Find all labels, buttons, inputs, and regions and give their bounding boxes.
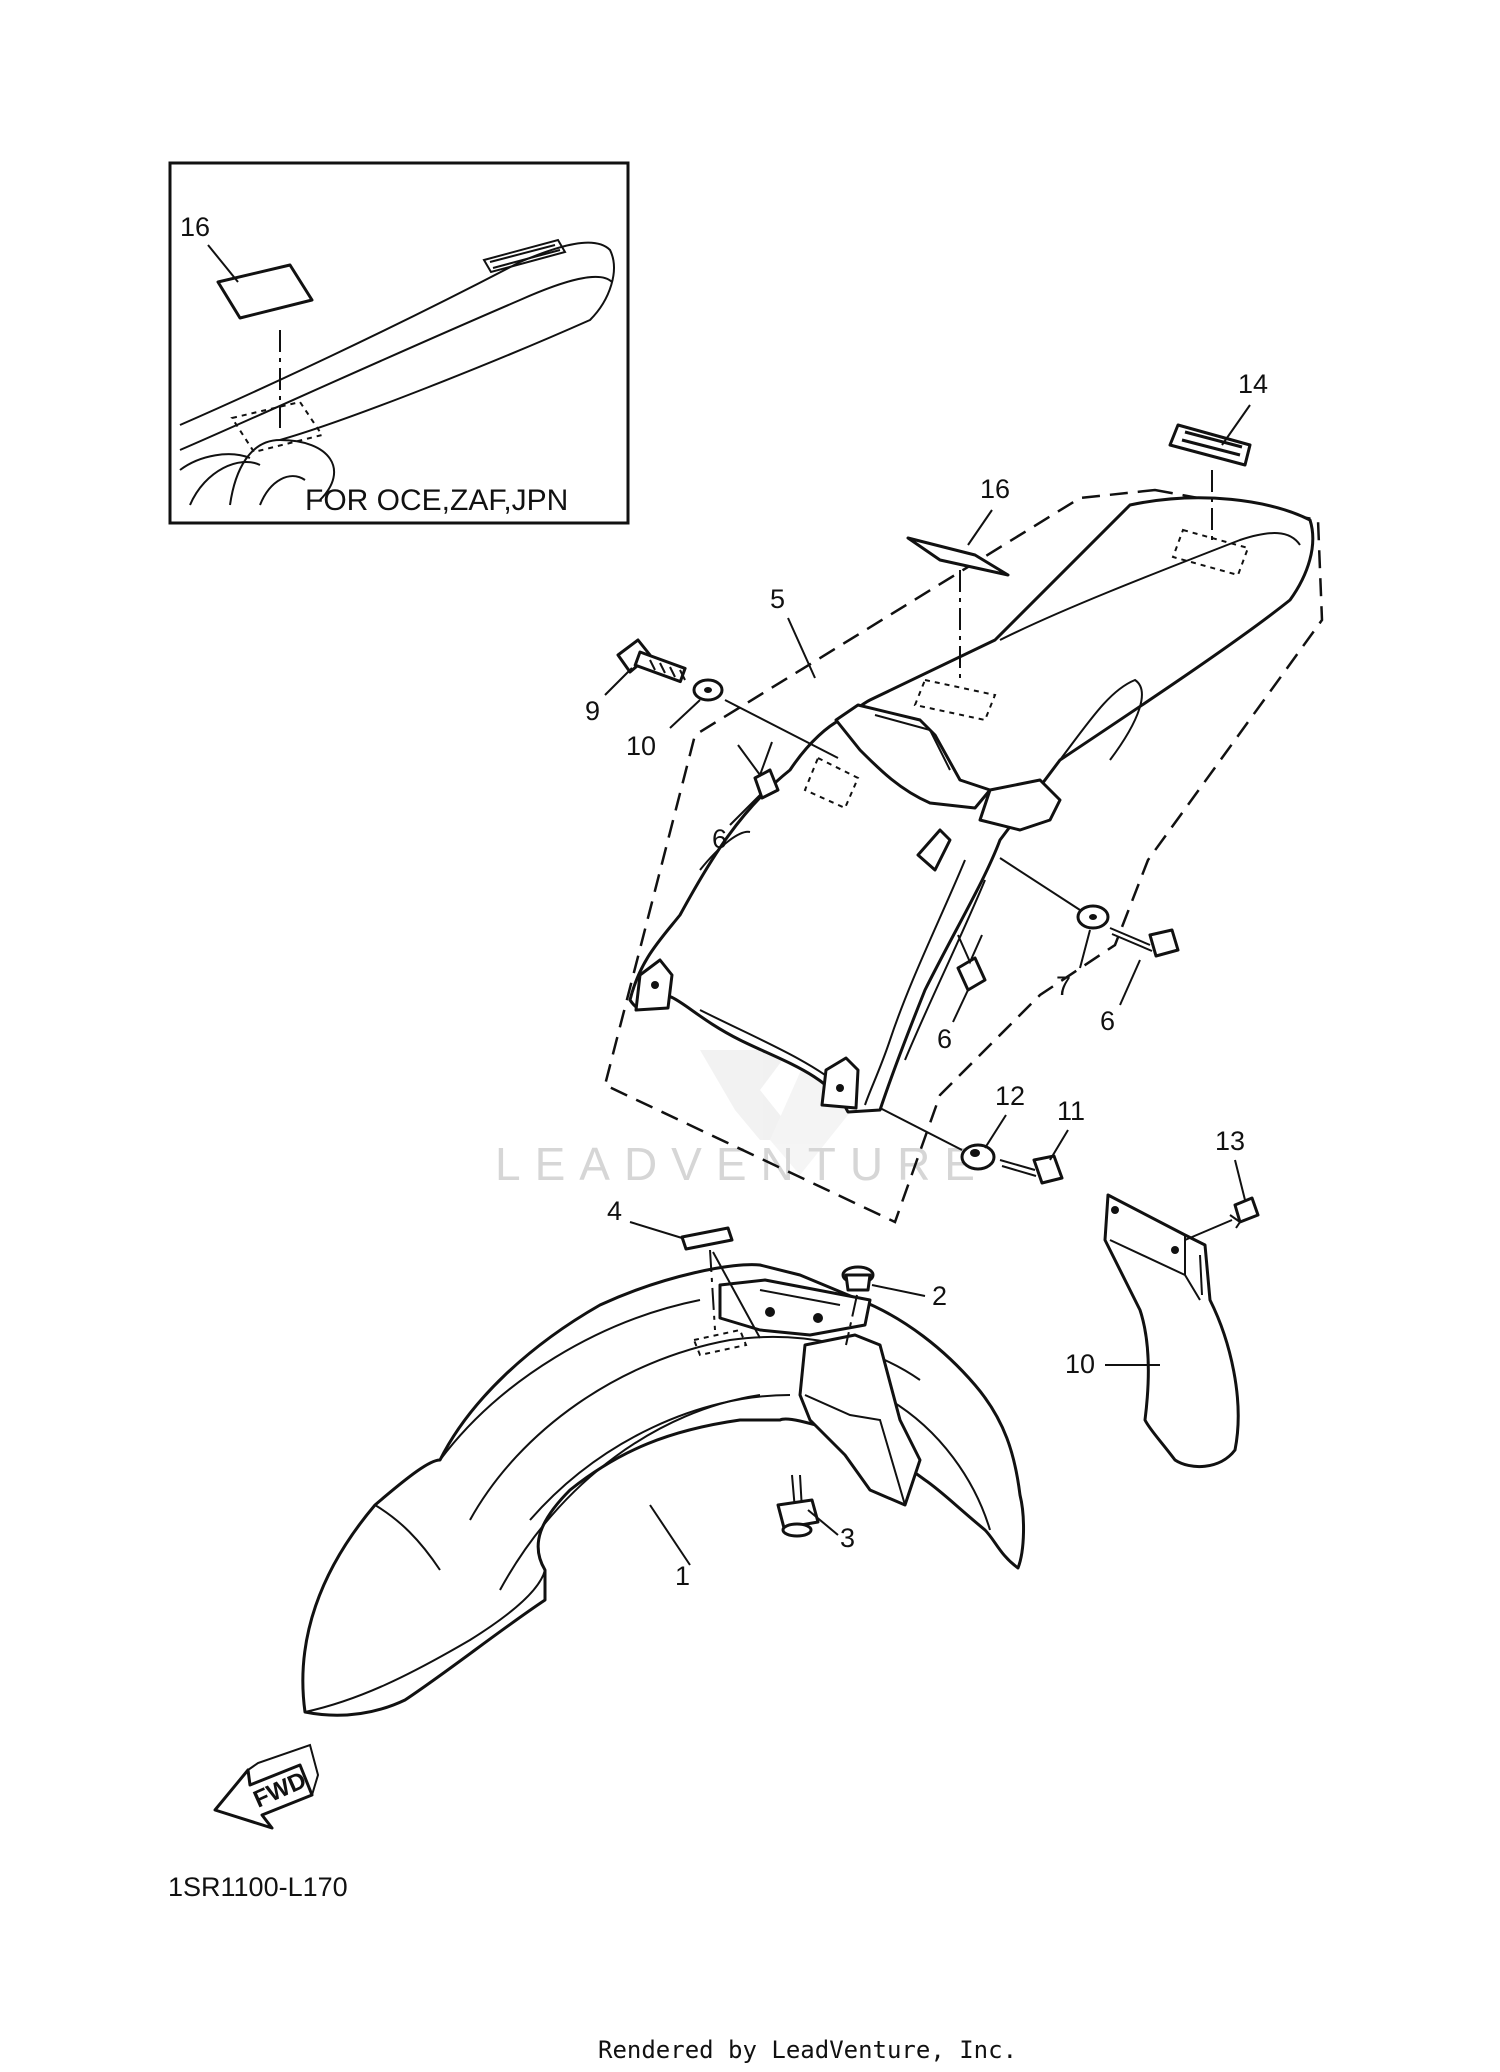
- label-16: [803, 536, 1010, 810]
- front-fender-mount: [718, 1278, 872, 1337]
- callout-8: 7: [1056, 971, 1071, 1001]
- nut-clip-6-upper: [737, 741, 780, 800]
- callout-3: 3: [840, 1523, 855, 1553]
- washer-10: [692, 678, 839, 759]
- fwd-arrow-icon: FWD: [213, 1743, 320, 1830]
- callout-1: 1: [675, 1561, 690, 1591]
- rear-fender-tab-right: [820, 1056, 860, 1110]
- screw-14: [1184, 1196, 1260, 1241]
- inset-seat-drawing: [179, 238, 615, 506]
- rear-fender: [628, 496, 1315, 1114]
- callouts: 14 16 5 9 10 6 7 6 6 12 11 13 4 2 10 3 1: [585, 369, 1268, 1591]
- callout-10: 10: [626, 731, 656, 761]
- washer-8: [999, 857, 1110, 930]
- bolt-2: [841, 1265, 875, 1346]
- nut-clip-6-lower: [956, 934, 987, 992]
- callout-11: 10: [1065, 1349, 1095, 1379]
- inset-label-sticker: [216, 263, 314, 320]
- callout-4: 4: [607, 1196, 622, 1226]
- callout-15: 14: [1238, 369, 1268, 399]
- front-fender-guard-11: [1103, 1193, 1240, 1469]
- inset-seat-logo-icon: [482, 238, 567, 274]
- callout-5: 5: [770, 584, 785, 614]
- callout-14: 13: [1215, 1126, 1245, 1156]
- front-fender: [301, 1263, 1026, 1717]
- callout-12: 11: [1057, 1096, 1085, 1126]
- nut-13: [879, 1107, 996, 1171]
- inset-callout-16: 16: [180, 212, 210, 242]
- diagram-code: 1SR1100-L170: [168, 1872, 348, 1902]
- rear-fender-assembly-boundary: [603, 488, 1324, 1224]
- watermark-text: LEADVENTURE: [495, 1138, 989, 1190]
- callout-6-upper: 6: [712, 824, 727, 854]
- label-4: [680, 1226, 761, 1357]
- render-credit: Rendered by LeadVenture, Inc.: [598, 2036, 1017, 2064]
- inset-label-position: [230, 400, 324, 454]
- callout-13: 12: [995, 1081, 1025, 1111]
- rear-fender-group: [603, 423, 1324, 1224]
- inset-box: 16 FOR OCE,ZAF,JPN: [168, 161, 630, 525]
- bolt-12: [999, 1154, 1064, 1185]
- callout-9: 9: [585, 696, 600, 726]
- bolt-9: [616, 638, 687, 684]
- callout-2: 2: [932, 1281, 947, 1311]
- bolt-7: [1109, 927, 1180, 958]
- callout-6-lower: 6: [937, 1024, 952, 1054]
- callout-7: 6: [1100, 1006, 1115, 1036]
- inset-region-note: FOR OCE,ZAF,JPN: [305, 484, 568, 517]
- callout-16: 16: [980, 474, 1010, 504]
- bolt-3: [776, 1474, 820, 1538]
